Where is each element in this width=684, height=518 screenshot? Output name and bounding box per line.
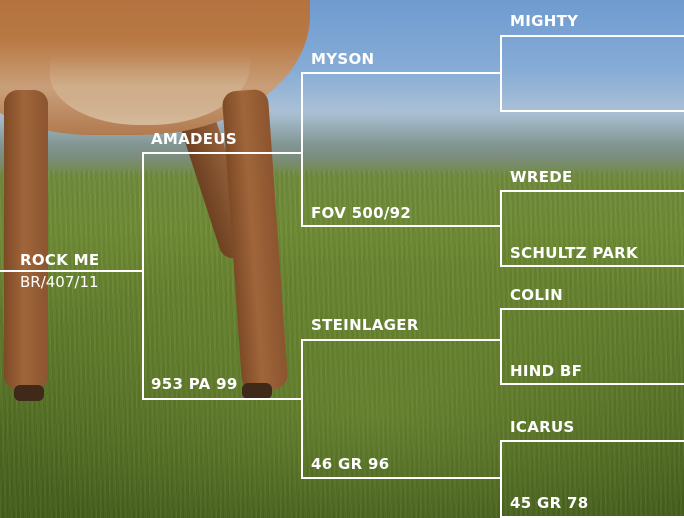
gen3-connector-2 <box>500 190 502 267</box>
dsd-line <box>500 383 684 385</box>
dsd-name: HIND BF <box>510 362 583 380</box>
dam-dam-line <box>301 477 502 479</box>
sss-line <box>500 35 684 37</box>
dam-line <box>142 398 303 400</box>
gen3-connector-3 <box>500 308 502 385</box>
grass-highlight <box>0 260 684 518</box>
sdd-name: SCHULTZ PARK <box>510 244 638 262</box>
sdd-line <box>500 265 684 267</box>
sire-dam-line <box>301 225 502 227</box>
ddd-line <box>500 516 684 518</box>
sire-dam-name: FOV 500/92 <box>311 204 412 222</box>
dam-name: 953 PA 99 <box>151 375 238 393</box>
dds-line <box>500 440 684 442</box>
dss-line <box>500 308 684 310</box>
sire-sire-name: MYSON <box>311 50 375 68</box>
subject-name: ROCK ME <box>20 251 100 269</box>
subject-registration: BR/407/11 <box>20 273 99 291</box>
deer-hoof <box>14 385 44 401</box>
sire-sire-line <box>301 72 502 74</box>
dds-name: ICARUS <box>510 418 575 436</box>
deer-leg <box>4 90 48 390</box>
sire-name: AMADEUS <box>151 130 237 148</box>
dss-name: COLIN <box>510 286 563 304</box>
dam-sire-line <box>301 339 502 341</box>
ddd-name: 45 GR 78 <box>510 494 589 512</box>
sds-line <box>500 190 684 192</box>
gen1-connector <box>142 152 144 400</box>
gen3-connector-1 <box>500 35 502 112</box>
ssd-line <box>500 110 684 112</box>
gen2-dam-connector <box>301 339 303 479</box>
sds-name: WREDE <box>510 168 573 186</box>
dam-sire-name: STEINLAGER <box>311 316 419 334</box>
deer-hoof <box>242 383 272 399</box>
dam-dam-name: 46 GR 96 <box>311 455 390 473</box>
gen3-connector-4 <box>500 440 502 518</box>
sss-name: MIGHTY <box>510 12 579 30</box>
grass-field <box>0 170 684 518</box>
sire-line <box>142 152 303 154</box>
gen2-sire-connector <box>301 72 303 227</box>
subject-line <box>0 270 144 272</box>
